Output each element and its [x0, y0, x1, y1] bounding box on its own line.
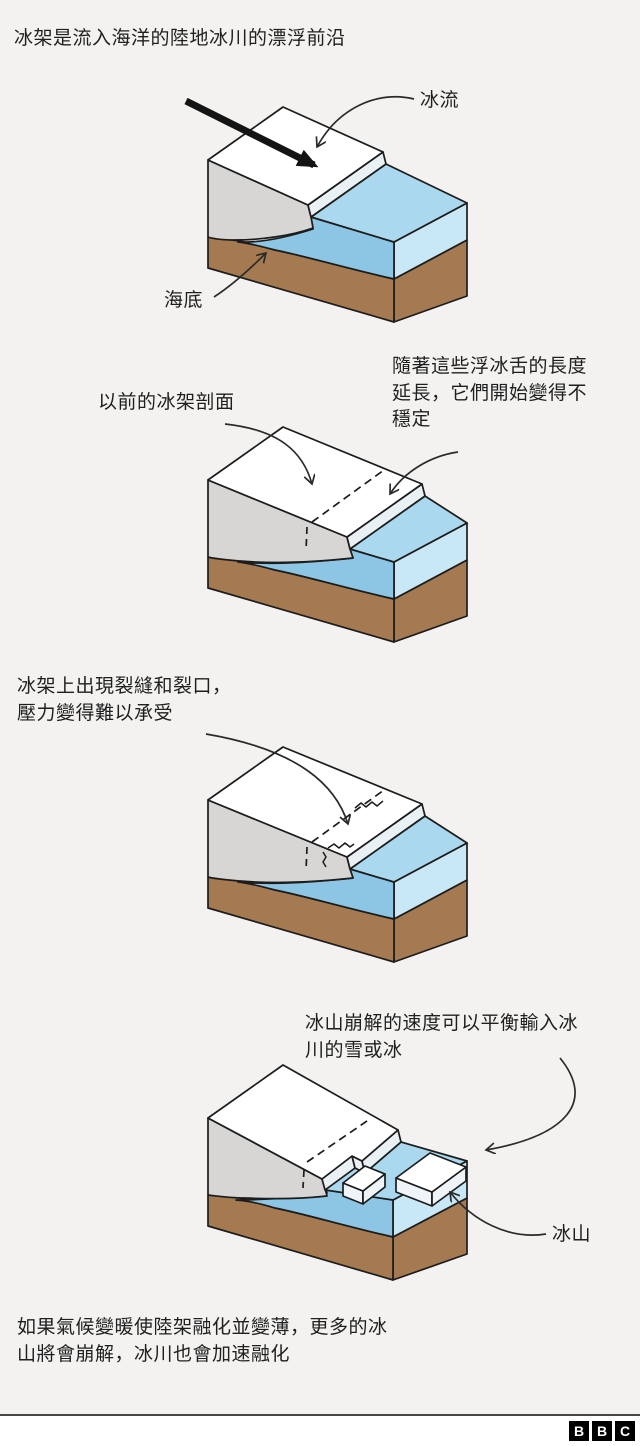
intro-text: 冰架是流入海洋的陸地冰川的漂浮前沿 — [14, 28, 346, 49]
former-front-dashed-line-front-face — [302, 1169, 305, 1189]
glacier-grey-face — [207, 799, 354, 884]
diagram-extended-tongue — [207, 423, 468, 643]
tongue-caption-line-3: 穩定 — [392, 409, 432, 430]
cracks-caption-line-1: 冰架上出現裂縫和裂口， — [17, 676, 232, 697]
seabed-leader-arrow — [213, 253, 266, 298]
ice-flow-leader-arrow — [317, 95, 415, 147]
former-profile-leader-arrow — [224, 423, 312, 484]
tongue-caption: 隨著這些浮冰舌的長度 延長，它們開始變得不 穩定 — [392, 354, 587, 434]
glacier-grey-face — [207, 479, 354, 564]
ice-flow-label: 冰流 — [420, 90, 460, 111]
diagram-calving — [207, 1057, 576, 1281]
small-iceberg-top-face — [342, 1165, 386, 1192]
crack-front-face — [322, 851, 327, 868]
water-front-face — [237, 216, 395, 280]
calving-caption-line-1: 冰山崩解的速度可以平衡輸入冰 — [305, 1013, 579, 1034]
unstable-tongue-leader-arrow — [390, 451, 459, 494]
crack-lower — [327, 842, 355, 849]
glacier-top-face — [207, 1064, 399, 1180]
footer-divider — [0, 1414, 640, 1416]
glacier-grey-face — [207, 159, 314, 241]
crack-upper — [354, 800, 384, 809]
seabed-label: 海底 — [164, 290, 204, 311]
diagram-glacier-overview — [184, 95, 468, 323]
bbc-logo-square-1: B — [569, 1421, 589, 1441]
tongue-caption-line-2: 延長，它們開始變得不 — [392, 382, 588, 404]
cracks-caption: 冰架上出現裂縫和裂口， 壓力變得難以承受 — [17, 674, 232, 727]
bbc-logo-square-3: C — [615, 1421, 635, 1441]
bbc-logo-square-2: B — [592, 1421, 612, 1441]
former-front-dashed-line-front-face — [305, 846, 308, 872]
glacier-top-face — [207, 746, 423, 858]
outro-line-2: 山將會崩解，冰川也會加速融化 — [17, 1343, 291, 1365]
outro-line-1: 如果氣候變暖使陸架融化並變薄，更多的冰 — [17, 1317, 388, 1338]
cracks-caption-line-2: 壓力變得難以承受 — [17, 702, 174, 724]
outro-text: 如果氣候變暖使陸架融化並變薄，更多的冰 山將會崩解，冰川也會加速融化 — [17, 1315, 388, 1368]
diagram-cracks — [205, 733, 468, 963]
ice-flow-arrow — [184, 97, 319, 169]
footer — [0, 1416, 640, 1446]
calving-balance-leader-arrow — [486, 1057, 576, 1150]
former-front-dashed-line-front-face — [305, 526, 308, 552]
calving-caption-line-2: 川的雪或冰 — [305, 1039, 403, 1061]
calving-caption: 冰山崩解的速度可以平衡輸入冰 川的雪或冰 — [305, 1011, 578, 1064]
iceberg-leader-arrow — [450, 1192, 547, 1236]
former-front-dashed-line — [311, 469, 385, 523]
iceberg-label: 冰山 — [552, 1224, 592, 1245]
glacier-grey-face — [207, 1117, 328, 1200]
tongue-caption-line-1: 隨著這些浮冰舌的長度 — [392, 356, 588, 377]
cracks-leader-arrow — [205, 733, 348, 824]
former-profile-label: 以前的冰架剖面 — [98, 392, 235, 413]
large-iceberg-top-face — [395, 1152, 467, 1193]
bbc-logo: B B C — [569, 1421, 635, 1441]
